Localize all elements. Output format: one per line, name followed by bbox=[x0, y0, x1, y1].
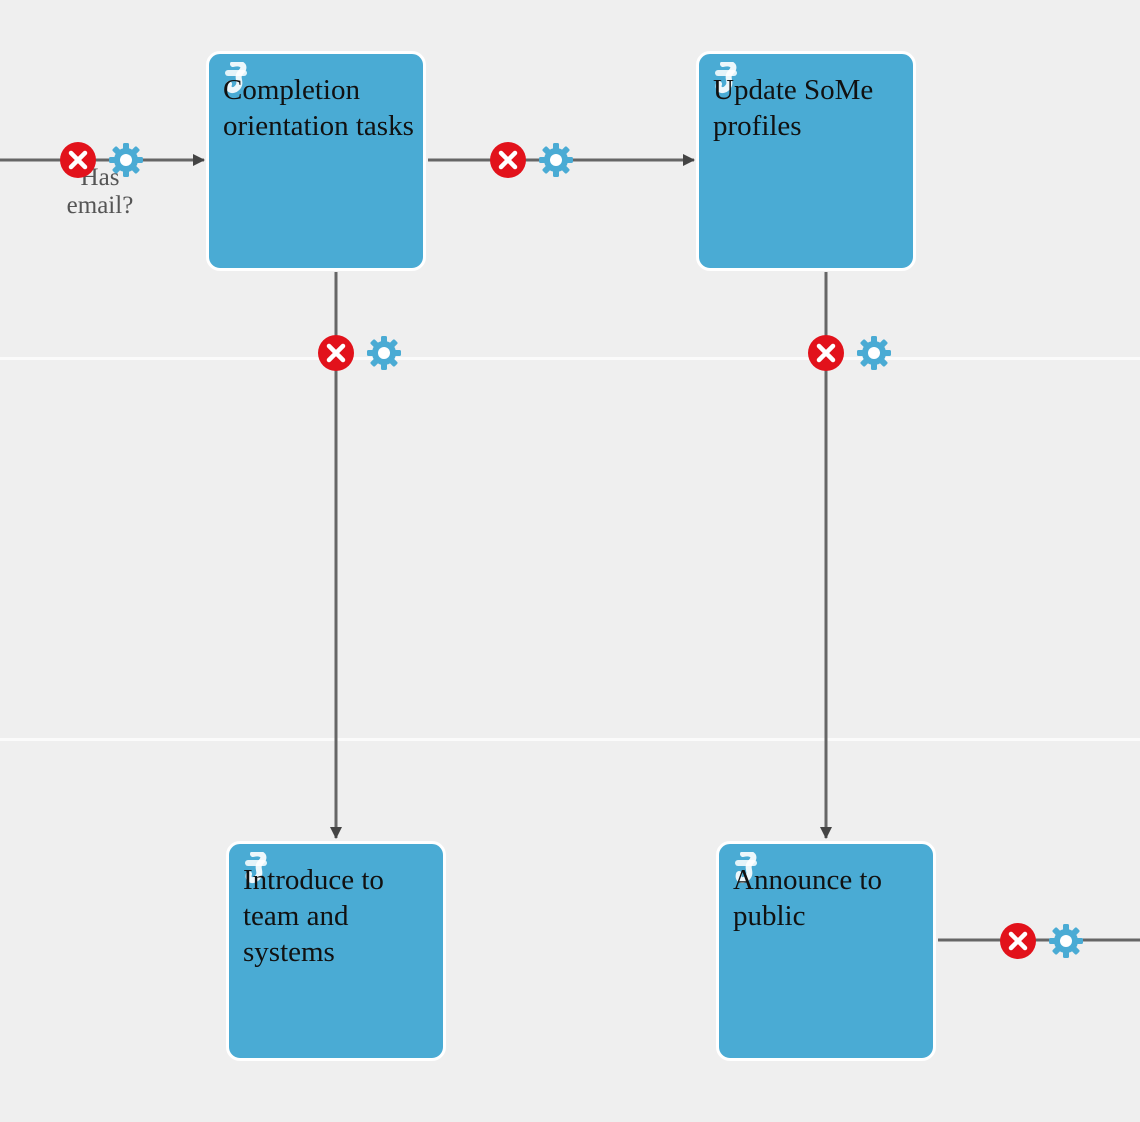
gear-icon[interactable] bbox=[855, 334, 893, 372]
delete-x-icon[interactable] bbox=[59, 141, 97, 179]
script-task-icon bbox=[715, 62, 737, 94]
task-completion-orientation[interactable]: Completion orientation tasks bbox=[206, 51, 426, 271]
gear-icon[interactable] bbox=[107, 141, 145, 179]
delete-x-icon[interactable] bbox=[489, 141, 527, 179]
delete-x-icon[interactable] bbox=[999, 922, 1037, 960]
script-task-icon bbox=[245, 852, 267, 884]
swimlane-divider bbox=[0, 738, 1140, 741]
task-introduce-team-systems[interactable]: Introduce to team and systems bbox=[226, 841, 446, 1061]
task-update-some-profiles[interactable]: Update SoMe profiles bbox=[696, 51, 916, 271]
task-announce-public[interactable]: Announce to public bbox=[716, 841, 936, 1061]
delete-x-icon[interactable] bbox=[317, 334, 355, 372]
gear-icon[interactable] bbox=[537, 141, 575, 179]
script-task-icon bbox=[735, 852, 757, 884]
script-task-icon bbox=[225, 62, 247, 94]
gear-icon[interactable] bbox=[1047, 922, 1085, 960]
edge-label-has-email: Has email? bbox=[66, 164, 134, 219]
swimlane-divider bbox=[0, 357, 1140, 360]
gear-icon[interactable] bbox=[365, 334, 403, 372]
delete-x-icon[interactable] bbox=[807, 334, 845, 372]
